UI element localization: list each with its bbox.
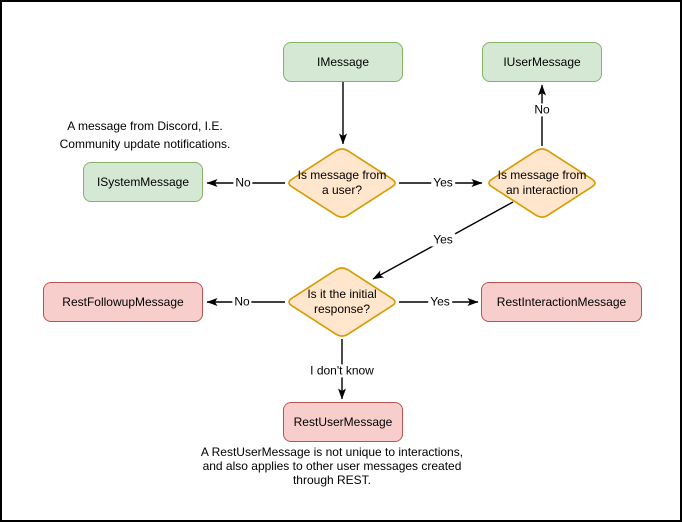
edge-label-initial-no: No: [232, 294, 252, 309]
diamond-shape-icon: [288, 267, 396, 337]
node-restusermessage: RestUserMessage: [283, 402, 403, 442]
edge-label-initial-unknown: I don't know: [308, 363, 376, 378]
node-check-is-message-from-user: Is message from a user?: [285, 146, 399, 220]
diamond-shape-icon: [488, 148, 596, 218]
node-restusermessage-label: RestUserMessage: [293, 414, 393, 429]
annotation-restusermessage-note: A RestUserMessage is not unique to inter…: [200, 445, 464, 488]
diamond-shape-icon: [288, 148, 396, 218]
node-imessage: IMessage: [283, 42, 403, 82]
node-check-interaction-label: Is message from an interaction: [497, 168, 587, 197]
node-check-is-message-from-interaction: Is message from an interaction: [485, 146, 599, 220]
edge-label-user-no: No: [233, 175, 253, 190]
node-check-user-label: Is message from a user?: [297, 168, 387, 197]
node-iusermessage: IUserMessage: [482, 42, 602, 82]
node-restfollowupmessage: RestFollowupMessage: [43, 282, 203, 322]
node-restfollowupmessage-label: RestFollowupMessage: [62, 294, 184, 309]
node-isystemmessage: ISystemMessage: [83, 162, 203, 202]
node-imessage-label: IMessage: [316, 54, 370, 69]
node-isystemmessage-label: ISystemMessage: [96, 174, 190, 189]
annotation-isystemmessage-note: A message from Discord, I.E. Community u…: [59, 119, 231, 151]
edge-label-interaction-yes: Yes: [431, 232, 455, 247]
edge-label-interaction-no: No: [532, 102, 552, 117]
edge-label-user-yes: Yes: [431, 175, 455, 190]
node-iusermessage-label: IUserMessage: [503, 54, 581, 69]
node-check-is-initial-response: Is it the initial response?: [285, 265, 399, 339]
node-check-initial-label: Is it the initial response?: [307, 287, 377, 316]
edge-label-initial-yes: Yes: [428, 294, 452, 309]
node-restinteractionmessage: RestInteractionMessage: [481, 282, 642, 322]
node-restinteractionmessage-label: RestInteractionMessage: [496, 294, 627, 309]
